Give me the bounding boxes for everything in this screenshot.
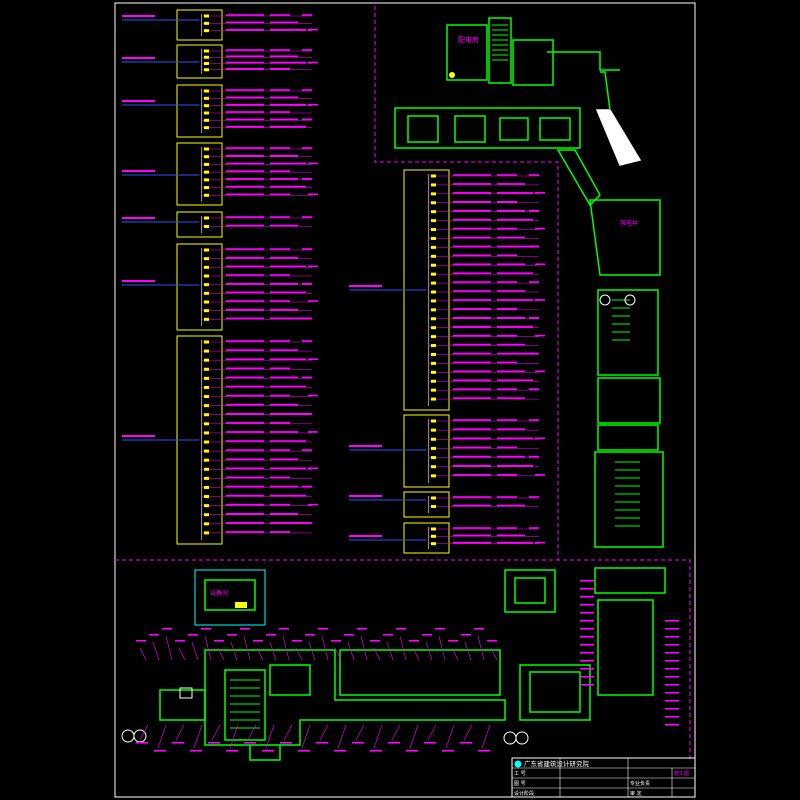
panel-left-2 [122, 44, 318, 79]
panel-left-7 [122, 335, 318, 545]
panel-left-1 [122, 9, 318, 41]
room-tag-right: 强电井 [620, 219, 638, 227]
small-room-plan [194, 569, 266, 626]
floor-plan-right-corridor [589, 199, 666, 696]
panel-left-5 [122, 211, 312, 238]
panel-mid-1 [349, 169, 545, 411]
panel-mid-4 [349, 522, 545, 554]
panel-mid-2 [349, 414, 545, 488]
room-tag-top: 配电房 [458, 35, 479, 44]
bottom-fixtures [121, 687, 529, 745]
title-row-4: 专业负责 [630, 780, 650, 787]
panel-left-3 [122, 84, 318, 138]
floor-plan-top [394, 17, 642, 207]
floor-plan-bottom [159, 649, 591, 761]
institute-name: 广东省建筑设计研究院 [524, 759, 590, 768]
small-room-plan-2 [504, 569, 556, 613]
title-row-2: 图 号 [514, 781, 526, 787]
bottom-stair [230, 679, 260, 729]
bottom-annotations [136, 580, 679, 752]
zone-boundary-lower [115, 559, 691, 760]
title-row-1: 工 号 [514, 771, 526, 777]
right-stair-2 [612, 299, 630, 341]
revision-label: 施工图 [674, 770, 689, 777]
panel-mid-3 [349, 491, 539, 518]
panel-column-middle [349, 169, 545, 554]
title-block [511, 757, 696, 798]
sheet-border [114, 2, 696, 798]
title-row-3: 设计阶段 [514, 790, 534, 797]
title-row-5: 审 定 [630, 790, 642, 797]
panel-left-6 [122, 243, 318, 331]
floor-plan-top-stair [492, 24, 508, 61]
yellow-marker [449, 72, 455, 78]
panel-left-4 [122, 142, 318, 206]
panel-column-left [122, 9, 318, 545]
room-tag-mid: 设备间 [210, 589, 228, 597]
door-symbols-right [599, 294, 636, 306]
right-stair [615, 461, 640, 527]
zone-boundary [115, 3, 559, 561]
